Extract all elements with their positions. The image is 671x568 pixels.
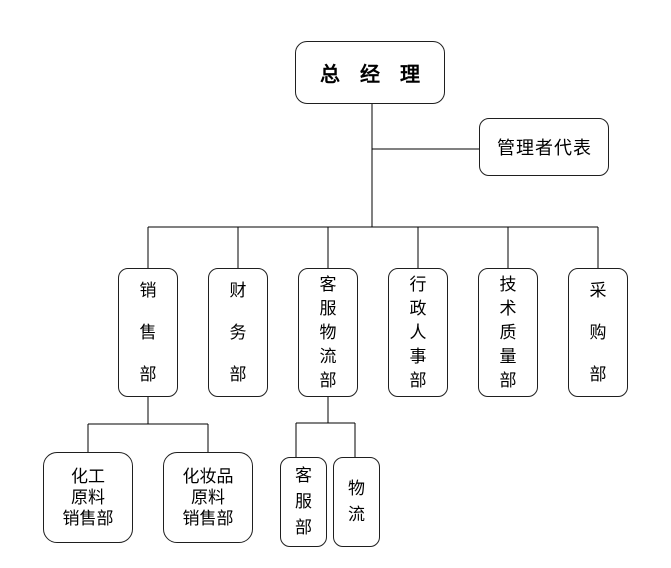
node-management-representative: 管理者代表: [479, 118, 609, 176]
node-admin-hr-dept: 行 政 人 事 部: [388, 268, 448, 397]
node-customer-service-logistics-dept: 客 服 物 流 部: [298, 268, 358, 397]
node-sales-dept: 销 售 部: [118, 268, 178, 397]
node-label: 客 服 物 流 部: [319, 274, 337, 390]
node-label: 管理者代表: [497, 138, 592, 158]
node-label: 行 政 人 事 部: [409, 274, 427, 390]
node-label: 财 务 部: [229, 280, 247, 384]
node-label: 客 服 部: [295, 466, 312, 537]
node-label: 物 流: [348, 479, 365, 524]
node-logistics: 物 流: [333, 457, 380, 547]
node-general-manager: 总经理: [295, 41, 445, 104]
node-label: 采 购 部: [589, 280, 607, 384]
node-procurement-dept: 采 购 部: [568, 268, 628, 397]
node-cosmetics-materials-sales-dept: 化妆品 原料 销售部: [163, 452, 253, 543]
node-label: 销 售 部: [139, 280, 157, 384]
node-finance-dept: 财 务 部: [208, 268, 268, 397]
node-label: 技 术 质 量 部: [499, 274, 517, 390]
node-customer-service-dept: 客 服 部: [280, 457, 327, 547]
node-chemical-materials-sales-dept: 化工 原料 销售部: [43, 452, 133, 543]
node-tech-quality-dept: 技 术 质 量 部: [478, 268, 538, 397]
node-label: 化工 原料 销售部: [62, 467, 114, 528]
node-label: 化妆品 原料 销售部: [182, 467, 234, 528]
node-label: 总经理: [320, 64, 440, 86]
